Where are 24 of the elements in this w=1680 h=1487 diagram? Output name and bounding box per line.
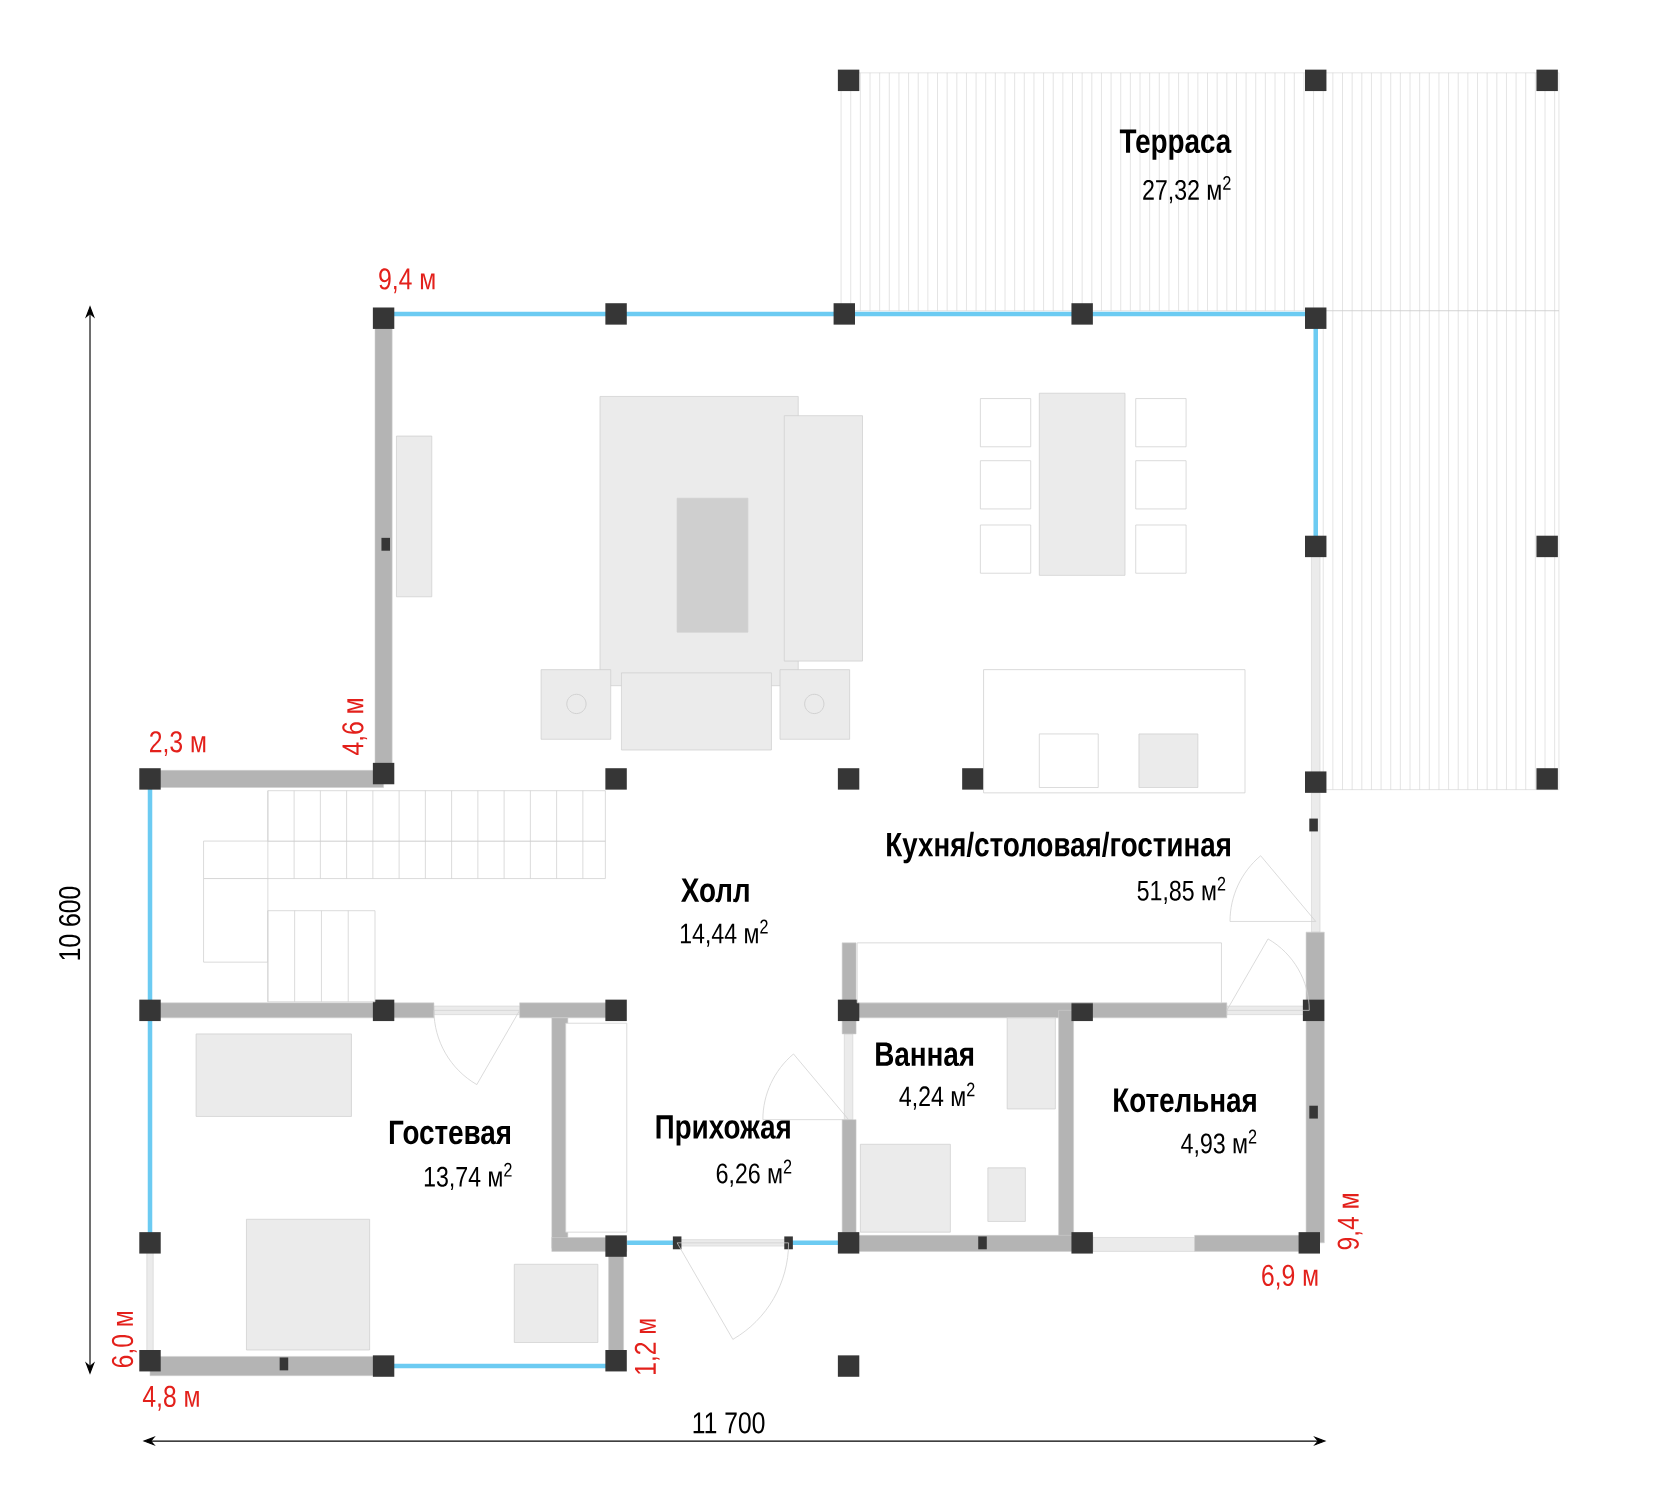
room-area: 4,24 м$^{2}$ (899, 1082, 975, 1110)
wall-length-label: 6,0 м (111, 1311, 137, 1368)
room-name: Терраса (1119, 129, 1232, 160)
room-name: Ванная (876, 1042, 974, 1067)
wall-length-label: 4,8 м (142, 1385, 199, 1411)
room-area: 27,32 м$^{2}$ (1143, 175, 1231, 204)
room-name: Прихожая (656, 1115, 790, 1146)
room-name: Котельная (1114, 1088, 1256, 1113)
dimension-text: 10 600 (59, 886, 81, 960)
wall-length-label: 6,9 м (1262, 1264, 1318, 1290)
room-name: Кухня/столовая/гостиная (887, 831, 1230, 864)
wall-length-label: 4,6 м (342, 699, 368, 755)
wall-length-label: 2,3 м (150, 731, 206, 756)
wall-length-label: 1,2 м (634, 1319, 660, 1374)
room-area: 4,93 м$^{2}$ (1181, 1129, 1257, 1157)
wall-length-label: 9,4 м (379, 268, 435, 294)
room-area: 14,44 м$^{2}$ (680, 919, 768, 947)
room-name: Холл (681, 878, 749, 903)
room-name: Гостевая (389, 1120, 510, 1145)
dimension-text: 11 700 (693, 1412, 765, 1434)
room-area: 13,74 м$^{2}$ (424, 1162, 512, 1190)
room-area: 6,26 м$^{2}$ (716, 1159, 792, 1187)
wall-length-label: 9,4 м (1337, 1194, 1363, 1250)
room-area: 51,85 м$^{2}$ (1137, 876, 1226, 904)
